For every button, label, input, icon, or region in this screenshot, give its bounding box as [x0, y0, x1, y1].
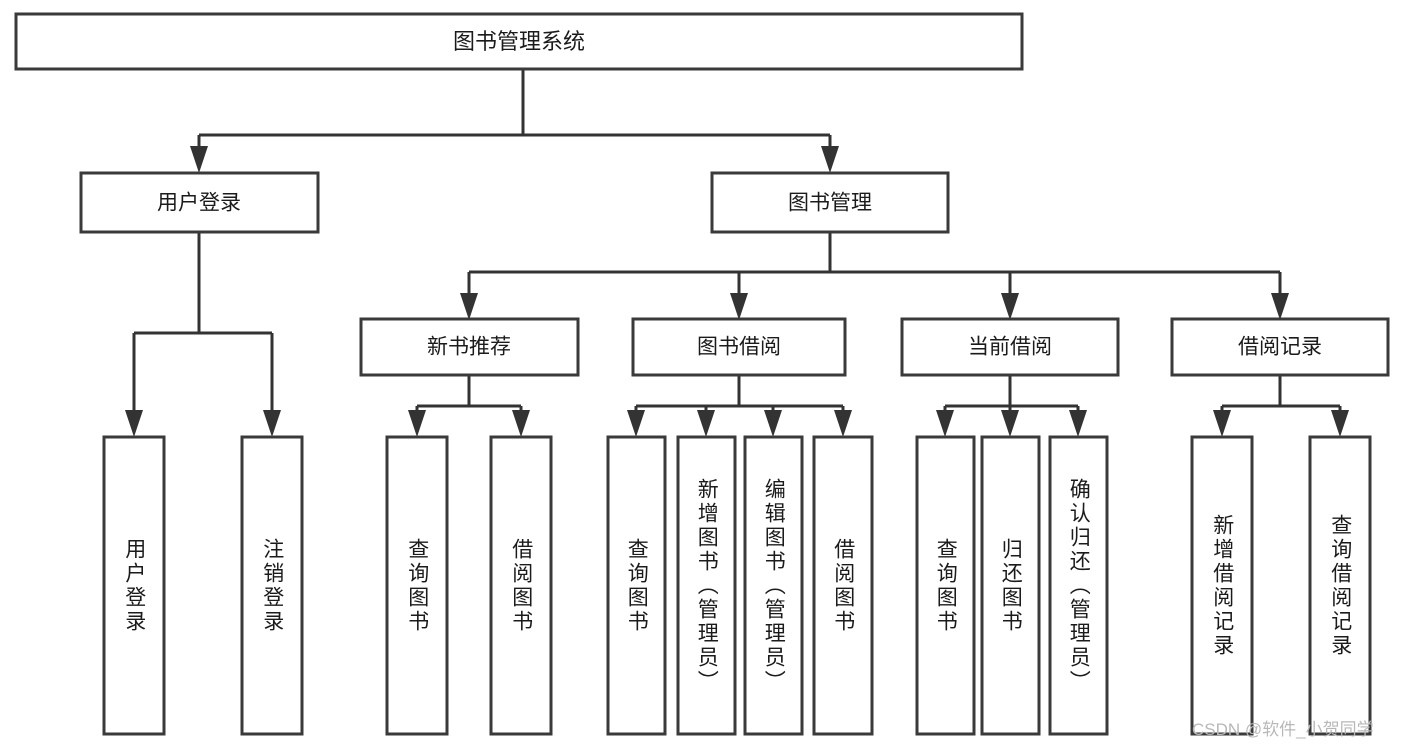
leaf-book-borrow-3-box[interactable] — [812, 435, 874, 736]
node-level3-3-label: 借阅记录 — [1238, 336, 1322, 359]
node-level3-3-box[interactable] — [1170, 317, 1390, 377]
arrow-login-leaf-1 — [263, 410, 281, 437]
arrow-root-to-login — [190, 146, 208, 173]
leaf-current-borrow-0-box[interactable] — [915, 435, 976, 736]
leaf-new-book-0-box[interactable] — [385, 435, 449, 736]
node-level2-0-box[interactable] — [79, 171, 320, 234]
arrow-record-leaf-1 — [1331, 410, 1349, 437]
node-level3-2-label: 当前借阅 — [968, 336, 1052, 359]
leaf-new-book-1-box[interactable] — [489, 435, 553, 736]
node-level2-1-label: 图书管理 — [788, 192, 872, 215]
arrow-borrow-leaf-2 — [764, 410, 782, 437]
arrow-bookmgmt-to-l3-1 — [730, 293, 748, 320]
node-level3-1-box[interactable] — [631, 317, 847, 377]
arrow-current-leaf-0 — [936, 410, 954, 437]
arrow-newbook-leaf-0 — [408, 410, 426, 437]
leaf-user-login-0-box[interactable] — [102, 435, 166, 736]
node-root-box[interactable] — [14, 12, 1024, 71]
arrow-borrow-leaf-0 — [627, 410, 645, 437]
leaf-current-borrow-1-box[interactable] — [980, 435, 1041, 736]
leaf-borrow-record-1-box[interactable] — [1308, 435, 1372, 736]
node-root-label: 图书管理系统 — [453, 29, 585, 54]
arrow-newbook-leaf-1 — [512, 410, 530, 437]
node-level3-0-box[interactable] — [359, 317, 580, 377]
arrow-bookmgmt-to-l3-3 — [1271, 293, 1289, 320]
leaf-user-login-1-box[interactable] — [240, 435, 304, 736]
leaf-borrow-record-0-box[interactable] — [1190, 435, 1254, 736]
arrow-bookmgmt-to-l3-0 — [460, 293, 478, 320]
leaf-current-borrow-2-box[interactable] — [1048, 435, 1109, 736]
node-level3-1-label: 图书借阅 — [697, 336, 781, 359]
arrow-record-leaf-0 — [1213, 410, 1231, 437]
arrow-current-leaf-1 — [1001, 410, 1019, 437]
node-level3-2-box[interactable] — [900, 317, 1120, 377]
leaf-book-borrow-0-box[interactable] — [606, 435, 667, 736]
leaf-book-borrow-2-box[interactable] — [743, 435, 804, 736]
leaf-book-borrow-1-box[interactable] — [676, 435, 737, 736]
arrow-bookmgmt-to-l3-2 — [1001, 293, 1019, 320]
arrow-current-leaf-2 — [1069, 410, 1087, 437]
node-level2-0-label: 用户登录 — [157, 192, 241, 215]
arrow-borrow-leaf-1 — [697, 410, 715, 437]
arrow-login-leaf-0 — [125, 410, 143, 437]
arrow-borrow-leaf-3 — [834, 410, 852, 437]
arrow-root-to-bookmgmt — [821, 146, 839, 173]
node-level2-1-box[interactable] — [710, 171, 950, 234]
node-level3-0-label: 新书推荐 — [427, 336, 511, 359]
